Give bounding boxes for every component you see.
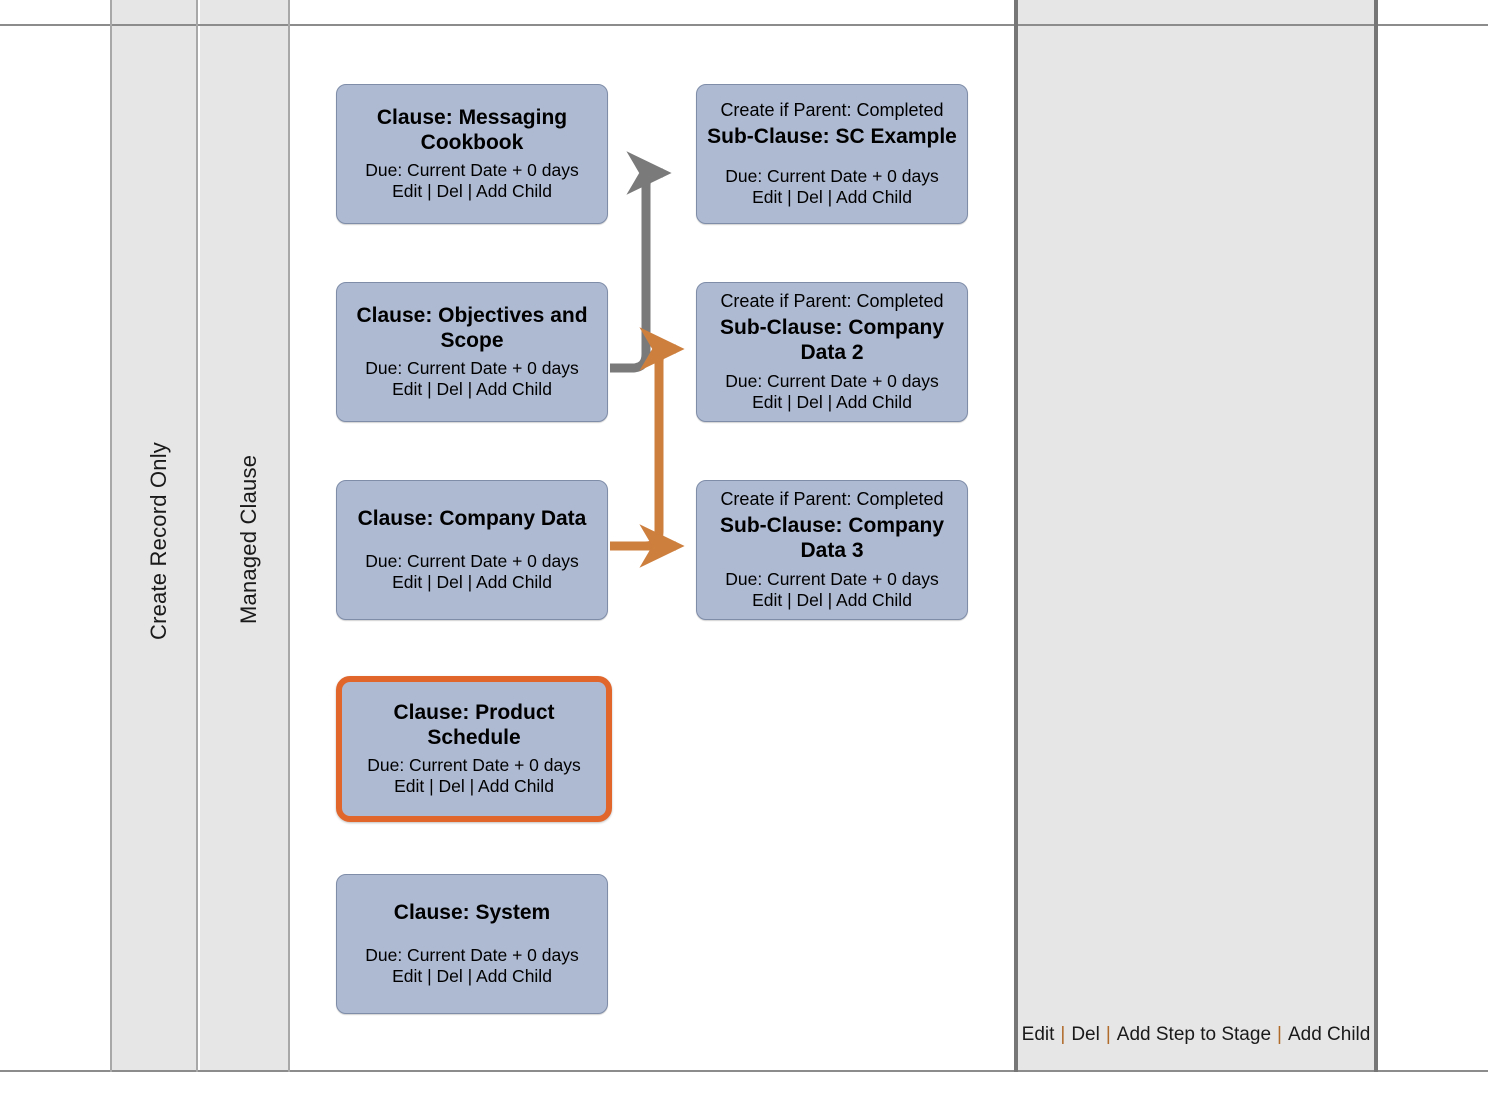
node-title: Clause: System (393, 900, 551, 924)
node-actions[interactable]: Edit | Del | Add Child (752, 186, 912, 207)
grid-vline-stage-left (1014, 0, 1018, 1072)
node-sub-clause-company-data-3[interactable]: Create if Parent: Completed Sub-Clause: … (696, 480, 968, 620)
node-actions[interactable]: Edit | Del | Add Child (392, 572, 552, 593)
node-condition: Create if Parent: Completed (720, 100, 944, 121)
node-actions[interactable]: Edit | Del | Add Child (392, 181, 552, 202)
node-title: Clause: Objectives and Scope (356, 303, 588, 352)
stage-action-del[interactable]: Del (1071, 1024, 1100, 1045)
lane-fill-create-record-only (110, 0, 198, 1072)
stage-action-separator: | (1060, 1024, 1066, 1045)
node-due: Due: Current Date + 0 days (365, 945, 579, 966)
lane-label-managed-clause: Managed Clause (236, 454, 261, 624)
node-title: Sub-Clause: SC Example (707, 125, 957, 149)
grid-hline-top (0, 24, 1488, 26)
stage-action-separator: | (1277, 1024, 1282, 1045)
lane-fill-managed-clause (200, 0, 290, 1072)
node-actions[interactable]: Edit | Del | Add Child (752, 590, 912, 611)
node-actions[interactable]: Edit | Del | Add Child (392, 966, 552, 987)
grid-vline-stage-right (1374, 0, 1378, 1072)
stage-action-separator: | (1105, 1024, 1111, 1045)
node-title: Sub-Clause: Company Data 2 (719, 316, 945, 364)
node-actions[interactable]: Edit | Del | Add Child (394, 776, 554, 797)
grid-vline-lane1-right (196, 0, 198, 1072)
node-due: Due: Current Date + 0 days (725, 371, 939, 392)
node-clause-messaging-cookbook[interactable]: Clause: Messaging Cookbook Due: Current … (336, 84, 608, 224)
node-clause-company-data[interactable]: Clause: Company Data Due: Current Date +… (336, 480, 608, 620)
node-clause-system[interactable]: Clause: System Due: Current Date + 0 day… (336, 874, 608, 1014)
node-title: Sub-Clause: Company Data 3 (719, 514, 945, 562)
stage-action-add-child[interactable]: Add Child (1287, 1024, 1371, 1045)
node-condition: Create if Parent: Completed (720, 290, 944, 311)
node-condition: Create if Parent: Completed (720, 488, 944, 509)
node-due: Due: Current Date + 0 days (725, 569, 939, 590)
grid-hline-bottom (0, 1070, 1488, 1072)
stage-action-edit[interactable]: Edit (1021, 1024, 1055, 1045)
node-title: Clause: Company Data (357, 506, 587, 530)
grid-vline-lane2-right (288, 0, 290, 1072)
grid-vline-lane1-left (110, 0, 112, 1072)
node-due: Due: Current Date + 0 days (725, 165, 939, 186)
stage-panel-fill (1017, 0, 1375, 1072)
node-due: Due: Current Date + 0 days (365, 358, 579, 379)
node-due: Due: Current Date + 0 days (367, 755, 581, 776)
stage-actions-row: Edit|Del|Add Step to Stage|Add Child (1019, 1022, 1373, 1048)
node-clause-product-schedule[interactable]: Clause: Product Schedule Due: Current Da… (336, 676, 612, 822)
stage-action-add-step-to-stage[interactable]: Add Step to Stage (1116, 1024, 1272, 1045)
node-title: Clause: Product Schedule (393, 700, 555, 749)
node-due: Due: Current Date + 0 days (365, 160, 579, 181)
node-due: Due: Current Date + 0 days (365, 551, 579, 572)
node-sub-clause-company-data-2[interactable]: Create if Parent: Completed Sub-Clause: … (696, 282, 968, 422)
node-sub-clause-sc-example[interactable]: Create if Parent: Completed Sub-Clause: … (696, 84, 968, 224)
node-clause-objectives-and-scope[interactable]: Clause: Objectives and Scope Due: Curren… (336, 282, 608, 422)
node-actions[interactable]: Edit | Del | Add Child (752, 392, 912, 413)
node-actions[interactable]: Edit | Del | Add Child (392, 379, 552, 400)
node-title: Clause: Messaging Cookbook (376, 105, 568, 154)
lane-label-create-record-only: Create Record Only (146, 441, 171, 640)
